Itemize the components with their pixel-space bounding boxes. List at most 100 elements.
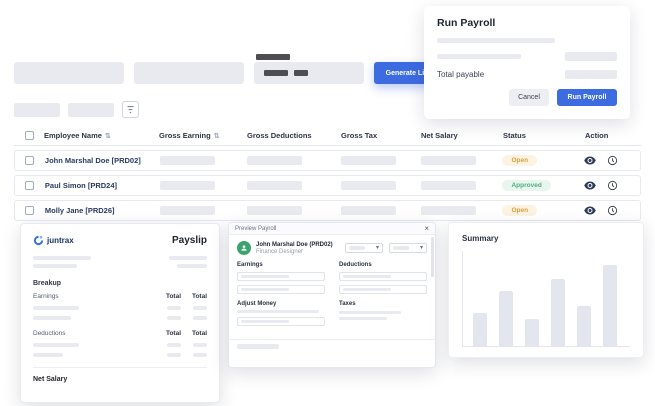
amount-placeholder	[193, 353, 207, 357]
header-net-salary: Net Salary	[421, 131, 458, 140]
juntrax-logo-icon	[33, 235, 44, 246]
payroll-table: Employee Name ⇅ Gross Earning ⇅ Gross De…	[14, 126, 641, 221]
amount-placeholder	[167, 343, 181, 347]
total-column-label: Total	[191, 330, 207, 337]
employee-name: Molly Jane [PRD26]	[44, 206, 115, 215]
summary-bar	[499, 291, 513, 346]
view-icon[interactable]	[584, 181, 596, 190]
taxes-label: Taxes	[339, 301, 356, 307]
adjust-caption-placeholder	[237, 310, 319, 313]
person-icon	[241, 245, 247, 251]
run-payroll-button[interactable]: Run Payroll	[557, 89, 617, 106]
field-placeholder	[241, 288, 289, 291]
select-value-placeholder	[349, 246, 365, 250]
table-row: John Marshal Doe [PRD02] Open	[14, 150, 641, 171]
payslip-card: juntrax Payslip Breakup Earnings Total T…	[20, 223, 220, 403]
summary-bar	[551, 279, 565, 346]
chevron-down-icon: ▾	[375, 245, 379, 251]
sort-icon[interactable]: ⇅	[213, 132, 220, 140]
filter-select-2[interactable]	[134, 62, 244, 84]
row-checkbox[interactable]	[25, 206, 35, 215]
header-action: Action	[585, 131, 609, 140]
earning-item-placeholder	[33, 316, 71, 320]
modal-amount-placeholder	[565, 52, 617, 61]
field-placeholder	[241, 320, 289, 323]
deduction-input[interactable]	[339, 285, 427, 294]
field-placeholder	[343, 288, 391, 291]
sort-icon[interactable]: ⇅	[104, 132, 111, 140]
earning-input[interactable]	[237, 285, 325, 294]
summary-card: Summary	[448, 222, 644, 358]
status-badge: Open	[502, 155, 538, 166]
gross-deductions-placeholder	[247, 156, 303, 165]
total-payable-label: Total payable	[437, 70, 485, 79]
adjust-money-label: Adjust Money	[237, 301, 277, 307]
earning-input[interactable]	[237, 272, 325, 281]
payslip-meta-placeholder	[33, 264, 77, 268]
header-gross-earning: Gross Earning	[159, 131, 211, 140]
history-icon[interactable]	[607, 205, 618, 216]
select-all-checkbox[interactable]	[24, 131, 34, 140]
history-icon[interactable]	[607, 155, 618, 166]
header-gross-tax: Gross Tax	[341, 131, 378, 140]
scrollbar[interactable]	[431, 237, 434, 277]
amount-placeholder	[167, 306, 181, 310]
row-checkbox[interactable]	[25, 181, 35, 190]
divider	[33, 367, 207, 368]
adjust-money-input[interactable]	[237, 317, 325, 326]
gross-earning-placeholder	[159, 206, 215, 215]
total-column-label: Total	[165, 330, 181, 337]
modal-line-placeholder	[437, 38, 555, 43]
row-checkbox[interactable]	[25, 156, 35, 165]
tax-line-placeholder	[339, 317, 387, 320]
date-value-placeholder	[264, 70, 288, 76]
select-value-placeholder	[393, 246, 409, 250]
field-placeholder	[241, 275, 289, 278]
filter-bar: Generate List	[14, 62, 442, 84]
field-placeholder	[343, 275, 391, 278]
year-select[interactable]: ▾	[389, 243, 427, 253]
employee-name: Paul Simon [PRD24]	[44, 181, 118, 190]
employee-name: John Marshal Doe [PRD02]	[44, 156, 141, 165]
summary-title: Summary	[462, 234, 499, 243]
juntrax-logo: juntrax	[33, 235, 74, 246]
amount-placeholder	[193, 306, 207, 310]
secondary-control-1[interactable]	[14, 102, 60, 117]
cancel-button[interactable]: Cancel	[509, 89, 549, 106]
secondary-control-2[interactable]	[68, 102, 114, 117]
summary-bar	[577, 306, 591, 346]
earnings-label: Earnings	[33, 293, 59, 300]
preview-deductions-label: Deductions	[339, 262, 372, 268]
deduction-input[interactable]	[339, 272, 427, 281]
preview-title: Preview Payroll	[235, 225, 277, 232]
columns-filter-icon[interactable]	[122, 101, 139, 118]
table-row: Paul Simon [PRD24] Approved	[14, 175, 641, 196]
month-select[interactable]: ▾	[345, 243, 383, 253]
breakup-label: Breakup	[33, 280, 62, 287]
payslip-meta-placeholder	[177, 264, 207, 268]
earning-item-placeholder	[33, 306, 79, 310]
filter-select-1[interactable]	[14, 62, 124, 84]
gross-deductions-placeholder	[247, 181, 303, 190]
payslip-title: Payslip	[171, 235, 207, 246]
modal-label-placeholder	[437, 54, 521, 59]
net-salary-placeholder	[420, 181, 476, 190]
summary-bar	[525, 319, 539, 346]
close-icon[interactable]: ×	[424, 223, 429, 233]
gross-deductions-placeholder	[247, 206, 303, 215]
table-header: Employee Name ⇅ Gross Earning ⇅ Gross De…	[14, 126, 641, 146]
amount-placeholder	[193, 316, 207, 320]
status-badge: Open	[502, 205, 538, 216]
gross-earning-placeholder	[159, 156, 215, 165]
view-icon[interactable]	[584, 156, 596, 165]
view-icon[interactable]	[584, 206, 596, 215]
gross-earning-placeholder	[159, 181, 215, 190]
gross-tax-placeholder	[340, 206, 396, 215]
history-icon[interactable]	[607, 180, 618, 191]
preview-earnings-label: Earnings	[237, 262, 263, 268]
amount-placeholder	[167, 353, 181, 357]
footer-placeholder	[237, 344, 279, 349]
preview-payroll-panel: Preview Payroll × John Marshal Doe (PRD0…	[228, 222, 436, 368]
filter-date-range[interactable]	[254, 62, 364, 84]
